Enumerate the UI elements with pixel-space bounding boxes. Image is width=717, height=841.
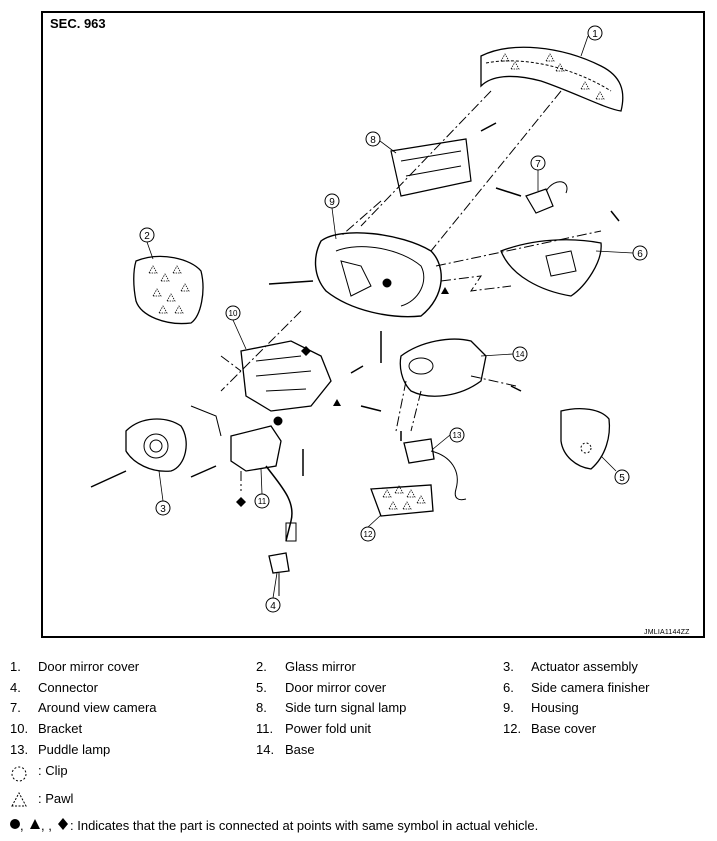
reference-code: JMLIA1144ZZ <box>644 629 690 636</box>
diagram-frame <box>41 11 705 638</box>
around-view-camera <box>525 188 554 214</box>
callout-8: 8 <box>370 135 376 146</box>
symbols-separator-2: , , <box>41 818 52 833</box>
filled-triangle-icon <box>30 819 40 829</box>
section-label: SEC. 963 <box>50 16 106 31</box>
base-cover <box>370 484 434 517</box>
legend-label-12: Base cover <box>531 721 597 736</box>
legend-num-10: 10. <box>10 721 29 736</box>
legend-num-2: 2. <box>256 659 267 674</box>
connector <box>268 552 290 574</box>
callout-9: 9 <box>329 197 335 208</box>
legend-num-3: 3. <box>503 659 514 674</box>
legend-num-14: 14. <box>256 742 275 757</box>
legend-label-14: Base <box>285 742 315 757</box>
callout-4: 4 <box>270 601 276 612</box>
actuator-assembly <box>125 418 187 472</box>
clip-note: : Clip <box>38 763 68 778</box>
legend-label-2: Glass mirror <box>285 659 356 674</box>
callout-6: 6 <box>637 249 643 260</box>
legend-num-4: 4. <box>10 680 21 695</box>
pawl-icon <box>11 791 27 807</box>
legend-label-7: Around view camera <box>38 700 157 715</box>
legend-num-11: 11. <box>256 721 274 736</box>
housing <box>314 232 442 318</box>
legend-label-9: Housing <box>531 700 579 715</box>
pawl-note: : Pawl <box>38 791 74 806</box>
callout-7: 7 <box>535 159 541 170</box>
legend-label-4: Connector <box>38 680 98 695</box>
bracket <box>240 340 332 412</box>
side-turn-signal-lamp <box>390 138 472 197</box>
legend-num-13: 13. <box>10 742 29 757</box>
clip-icon <box>11 766 27 782</box>
filled-circle-icon <box>10 819 20 829</box>
callout-11: 11 <box>258 497 267 506</box>
symbols-separator-1: , <box>20 818 24 833</box>
power-fold-unit <box>230 425 282 472</box>
door-mirror-cover-top <box>480 46 624 112</box>
legend-label-3: Actuator assembly <box>531 659 638 674</box>
legend-num-9: 9. <box>503 700 514 715</box>
legend-label-10: Bracket <box>38 721 83 736</box>
callout-10: 10 <box>229 309 238 318</box>
callout-14: 14 <box>516 350 525 359</box>
callout-3: 3 <box>160 504 166 515</box>
puddle-lamp <box>403 438 435 464</box>
callout-5: 5 <box>619 473 625 484</box>
legend-label-8: Side turn signal lamp <box>285 700 407 715</box>
callout-2: 2 <box>144 231 150 242</box>
base <box>399 338 487 397</box>
legend-label-11: Power fold unit <box>285 721 371 736</box>
legend-num-7: 7. <box>10 700 21 715</box>
legend-label-6: Side camera finisher <box>531 680 650 695</box>
legend-num-6: 6. <box>503 680 514 695</box>
legend-num-12: 12. <box>503 721 522 736</box>
symbols-note: : Indicates that the part is connected a… <box>70 818 539 833</box>
legend-label-1: Door mirror cover <box>38 659 140 674</box>
legend-num-8: 8. <box>256 700 267 715</box>
legend-label-13: Puddle lamp <box>38 742 111 757</box>
callout-13: 13 <box>453 431 462 440</box>
side-camera-finisher <box>500 239 602 297</box>
exploded-view-diagram: 1 2 3 4 5 6 7 8 9 10 11 12 13 14 <box>90 25 648 613</box>
callout-1: 1 <box>592 29 598 40</box>
glass-mirror <box>133 255 204 325</box>
filled-diamond-icon <box>58 818 68 830</box>
door-mirror-cover-lower <box>560 408 611 470</box>
callout-12: 12 <box>364 530 373 539</box>
legend-num-5: 5. <box>256 680 267 695</box>
legend-num-1: 1. <box>10 659 21 674</box>
legend-label-5: Door mirror cover <box>285 680 387 695</box>
